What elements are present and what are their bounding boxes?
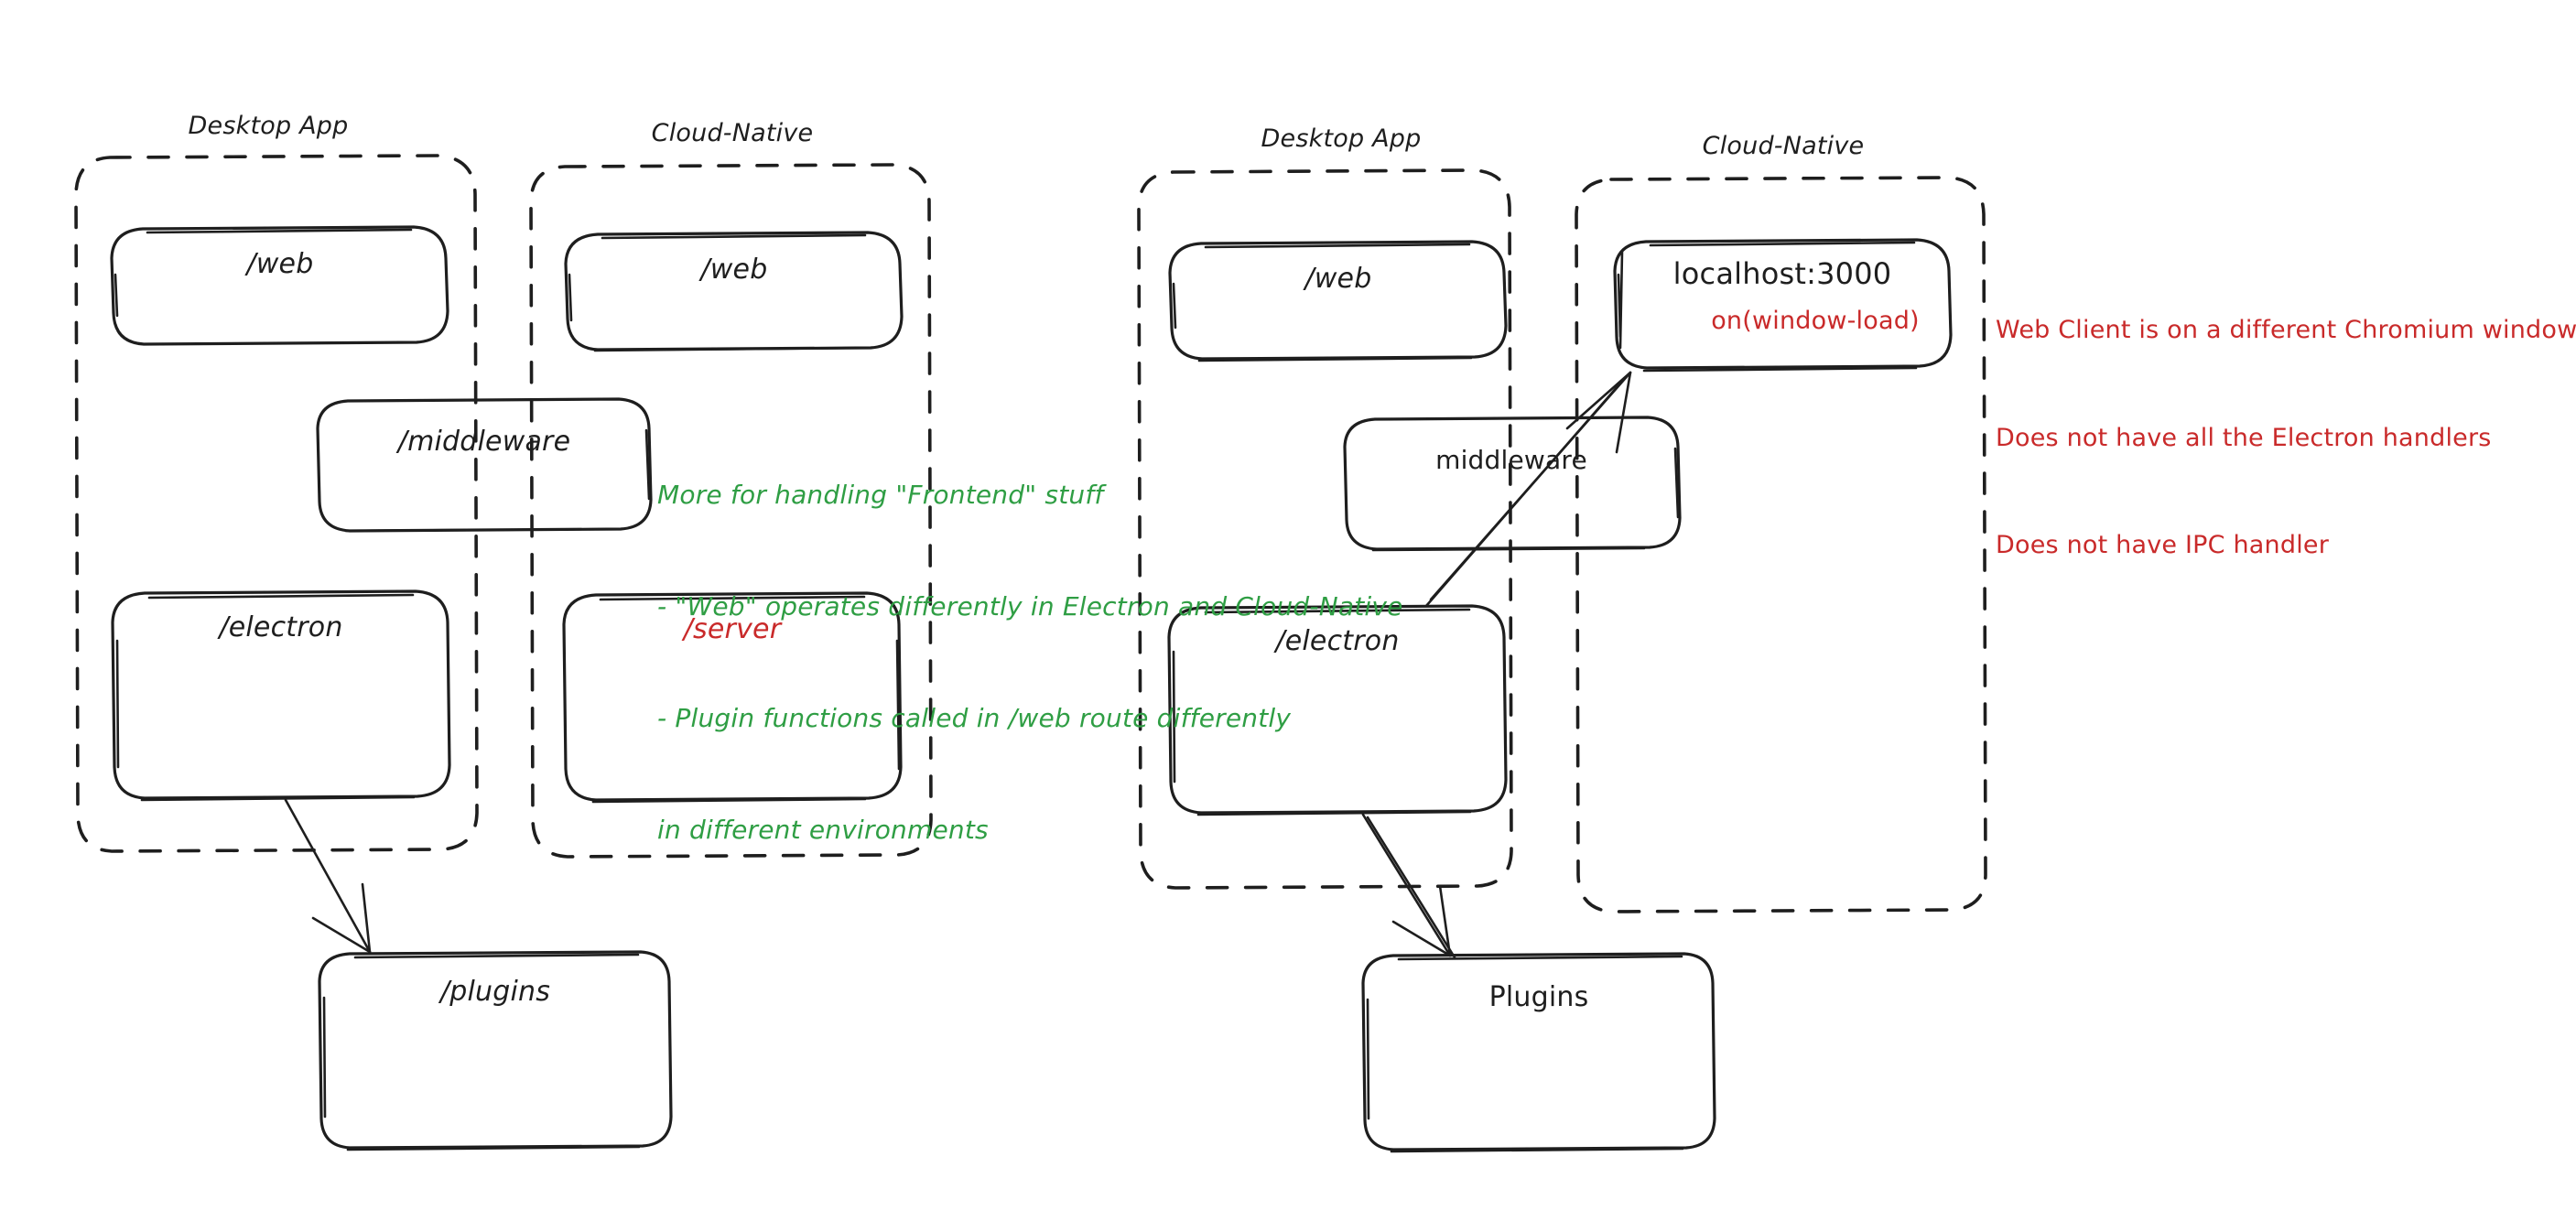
right-localhost-sublabel: on(window-load) bbox=[1711, 307, 1920, 335]
left-plugins-label[interactable]: /plugins bbox=[439, 976, 551, 1008]
right-plugins-label[interactable]: Plugins bbox=[1488, 981, 1589, 1013]
left-green-annotation-line-3: - Plugin functions called in /web route … bbox=[657, 702, 1292, 733]
left-green-annotation-line-1: More for handling "Frontend" stuff bbox=[657, 480, 1104, 511]
left-middleware-node[interactable] bbox=[318, 399, 651, 531]
right-electron-node[interactable] bbox=[1169, 606, 1506, 813]
right-red-annotation-line-2: Does not have all the Electron handlers bbox=[1996, 423, 2492, 452]
left-desktop-app-title: Desktop App bbox=[188, 112, 349, 140]
left-cloud-web-label[interactable]: /web bbox=[700, 254, 768, 286]
right-desktop-app-title: Desktop App bbox=[1261, 124, 1422, 153]
left-desktop-web-node[interactable] bbox=[112, 227, 448, 344]
right-electron-label[interactable]: /electron bbox=[1275, 625, 1400, 657]
right-middleware-node[interactable] bbox=[1345, 417, 1680, 549]
left-desktop-web-label[interactable]: /web bbox=[246, 248, 314, 280]
right-desktop-web-node[interactable] bbox=[1170, 242, 1506, 359]
right-cloud-native-title: Cloud-Native bbox=[1702, 132, 1865, 160]
right-desktop-web-label[interactable]: /web bbox=[1304, 263, 1372, 295]
right-red-annotation-line-1: Web Client is on a different Chromium wi… bbox=[1996, 316, 2576, 345]
right-middleware-label[interactable]: middleware bbox=[1435, 445, 1587, 475]
left-server-label[interactable]: /server bbox=[683, 613, 782, 645]
left-green-annotation: More for handling "Frontend" stuff - "We… bbox=[657, 403, 1403, 923]
left-electron-label[interactable]: /electron bbox=[219, 611, 343, 643]
right-localhost-node[interactable] bbox=[1615, 240, 1951, 368]
left-cloud-native-title: Cloud-Native bbox=[651, 119, 814, 147]
left-server-node[interactable] bbox=[564, 593, 901, 800]
left-cloud-web-node[interactable] bbox=[566, 232, 902, 350]
left-middleware-label[interactable]: /middleware bbox=[397, 426, 571, 458]
right-localhost-label[interactable]: localhost:3000 bbox=[1672, 256, 1892, 291]
right-red-annotation: Web Client is on a different Chromium wi… bbox=[1996, 241, 2576, 635]
right-plugins-node[interactable] bbox=[1363, 954, 1715, 1150]
left-plugins-node[interactable] bbox=[319, 952, 671, 1148]
left-green-annotation-line-2: - "Web" operates differently in Electron… bbox=[657, 590, 1403, 621]
left-electron-node[interactable] bbox=[113, 591, 449, 798]
right-red-annotation-line-3: Does not have IPC handler bbox=[1996, 531, 2330, 560]
left-green-annotation-line-4: in different environments bbox=[657, 814, 989, 845]
